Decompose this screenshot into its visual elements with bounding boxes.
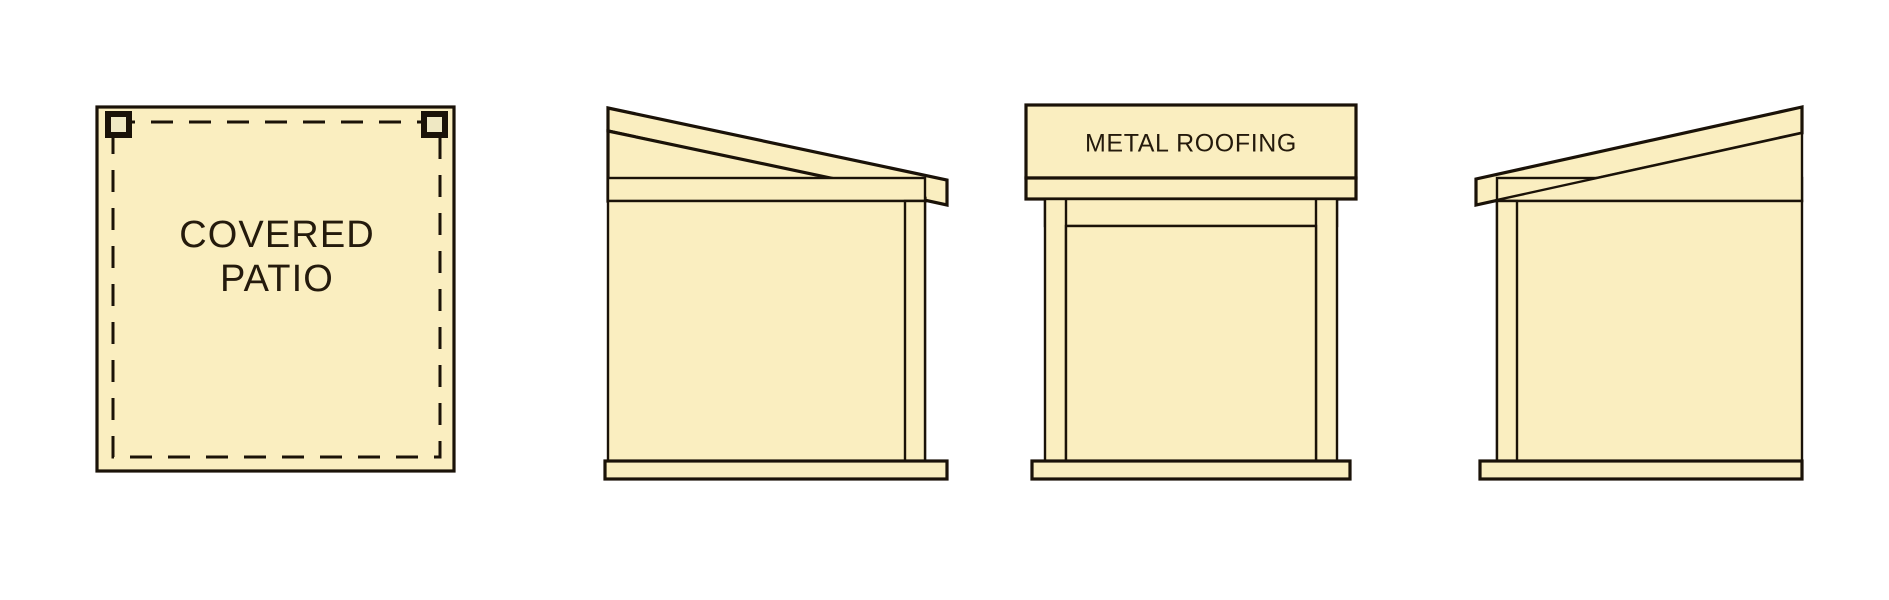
base-slab-left-elevation — [603, 459, 949, 481]
view-left-elevation — [603, 106, 949, 481]
view-roof-plan: COVERED PATIO — [95, 105, 456, 473]
post-top-left — [105, 111, 132, 138]
patio-plan-outline — [95, 105, 456, 473]
corner-post-right-elevation — [1495, 199, 1519, 463]
base-slab-right-elevation — [1478, 459, 1804, 481]
post-left-front-elevation — [1043, 197, 1068, 463]
header-beam-left-elevation — [606, 176, 927, 203]
post-top-right — [421, 111, 448, 138]
plan-label-line-2: PATIO — [220, 258, 334, 300]
roof-edge-dashed-outline — [111, 120, 442, 459]
post-right-front-elevation — [1314, 197, 1339, 463]
wall-panel-front-elevation — [1064, 224, 1318, 463]
base-slab-front-elevation — [1030, 459, 1352, 481]
wall-panel-left-elevation — [606, 199, 927, 463]
metal-roofing-band — [1024, 103, 1358, 180]
fascia-strip-front-elevation — [1024, 176, 1358, 201]
view-front-elevation: METAL ROOFING — [1024, 103, 1358, 481]
header-beam-front-elevation — [1043, 197, 1339, 228]
plan-label-line-1: COVERED — [179, 214, 375, 256]
view-right-elevation — [1474, 105, 1804, 481]
metal-roofing-label: METAL ROOFING — [1085, 130, 1297, 158]
corner-post-left-elevation — [903, 199, 927, 463]
wall-panel-right-elevation — [1495, 199, 1804, 463]
